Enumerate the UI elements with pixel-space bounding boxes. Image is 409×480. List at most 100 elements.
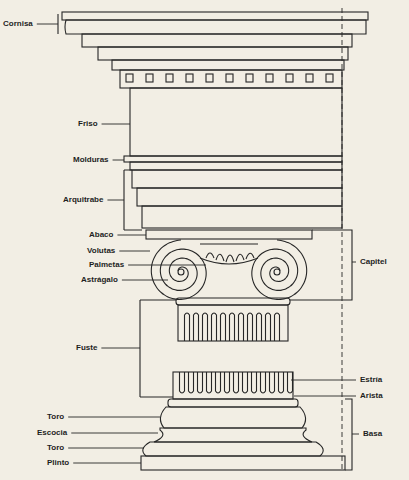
flute [216, 372, 221, 393]
architrave-fascia [137, 188, 342, 206]
leader-line [117, 235, 146, 236]
flute [207, 372, 212, 393]
flute [257, 313, 262, 341]
flute [234, 372, 239, 393]
part-label: Palmetas [88, 261, 125, 270]
leader-line [102, 124, 130, 125]
torus [143, 442, 323, 456]
astragal [176, 298, 290, 305]
part-label: Abaco [88, 231, 114, 240]
part-label: Friso [77, 120, 99, 129]
volute-eye [178, 269, 184, 275]
part-label: Cornisa [2, 20, 34, 29]
dentil [246, 74, 253, 82]
molding [130, 162, 342, 170]
leader-line [71, 433, 158, 434]
part-label: Astrágalo [80, 276, 119, 285]
dentil [166, 74, 173, 82]
flute [266, 313, 271, 341]
flute [248, 313, 253, 341]
dentil [326, 74, 333, 82]
bracket [345, 399, 352, 470]
dentil [286, 74, 293, 82]
leader-line [294, 396, 356, 397]
axis-line [342, 8, 343, 472]
bracket [124, 170, 142, 230]
part-label: Capitel [359, 258, 388, 267]
cornice-molding [82, 34, 352, 47]
flute [221, 313, 226, 341]
part-label: Toro [46, 444, 65, 453]
leader-line [352, 262, 356, 263]
architrave-fascia [142, 206, 342, 228]
flute [270, 372, 275, 393]
scotia [154, 428, 312, 442]
dentil [146, 74, 153, 82]
dentil [266, 74, 273, 82]
leader-line [128, 265, 206, 266]
bracket [140, 300, 176, 397]
shaft-bottom [173, 372, 293, 399]
part-label: Escocia [36, 429, 68, 438]
flute [225, 372, 230, 393]
leader-line [122, 280, 168, 281]
dentil [186, 74, 193, 82]
flute [189, 372, 194, 393]
flute [261, 372, 266, 393]
dentil [306, 74, 313, 82]
cornice-band [62, 12, 368, 20]
shaft-top [178, 305, 288, 341]
part-label: Toro [46, 413, 65, 422]
flute [275, 313, 280, 341]
architrave-fascia [132, 170, 342, 188]
flute [194, 313, 199, 341]
leader-line [37, 24, 58, 25]
flute [185, 313, 190, 341]
flute [203, 313, 208, 341]
leader-line [107, 200, 124, 201]
base-ring [168, 399, 298, 407]
part-label: Arista [359, 392, 384, 401]
cornice-molding [112, 60, 344, 70]
flute [288, 372, 293, 393]
volute [252, 240, 307, 299]
leader-line [68, 448, 144, 449]
frieze [130, 88, 342, 156]
plinth [141, 456, 345, 470]
leader-line [352, 434, 359, 435]
leader-line [113, 160, 124, 161]
flute [198, 372, 203, 393]
leader-line [68, 417, 160, 418]
leader-line [73, 463, 141, 464]
leader-line [291, 380, 356, 381]
leader-line [119, 251, 150, 252]
dentil [126, 74, 133, 82]
part-label: Molduras [72, 156, 110, 165]
flute [212, 313, 217, 341]
part-label: Volutas [86, 247, 116, 256]
flute [180, 372, 185, 393]
dentil [226, 74, 233, 82]
part-label: Arquitrabe [62, 196, 104, 205]
flute [243, 372, 248, 393]
flute [252, 372, 257, 393]
part-label: Estría [359, 376, 383, 385]
bracket [290, 230, 352, 300]
cornice-molding [98, 47, 348, 60]
flute [239, 313, 244, 341]
palmette [206, 253, 254, 262]
volute-eye [274, 269, 280, 275]
flute [279, 372, 284, 393]
part-label: Basa [362, 430, 383, 439]
abacus [146, 230, 312, 239]
torus [160, 407, 305, 428]
part-label: Plinto [46, 459, 70, 468]
leader-line [101, 348, 140, 349]
part-label: Fuste [75, 344, 98, 353]
echinus [200, 244, 258, 264]
volute [151, 240, 206, 299]
molding [124, 156, 342, 162]
dentil [206, 74, 213, 82]
